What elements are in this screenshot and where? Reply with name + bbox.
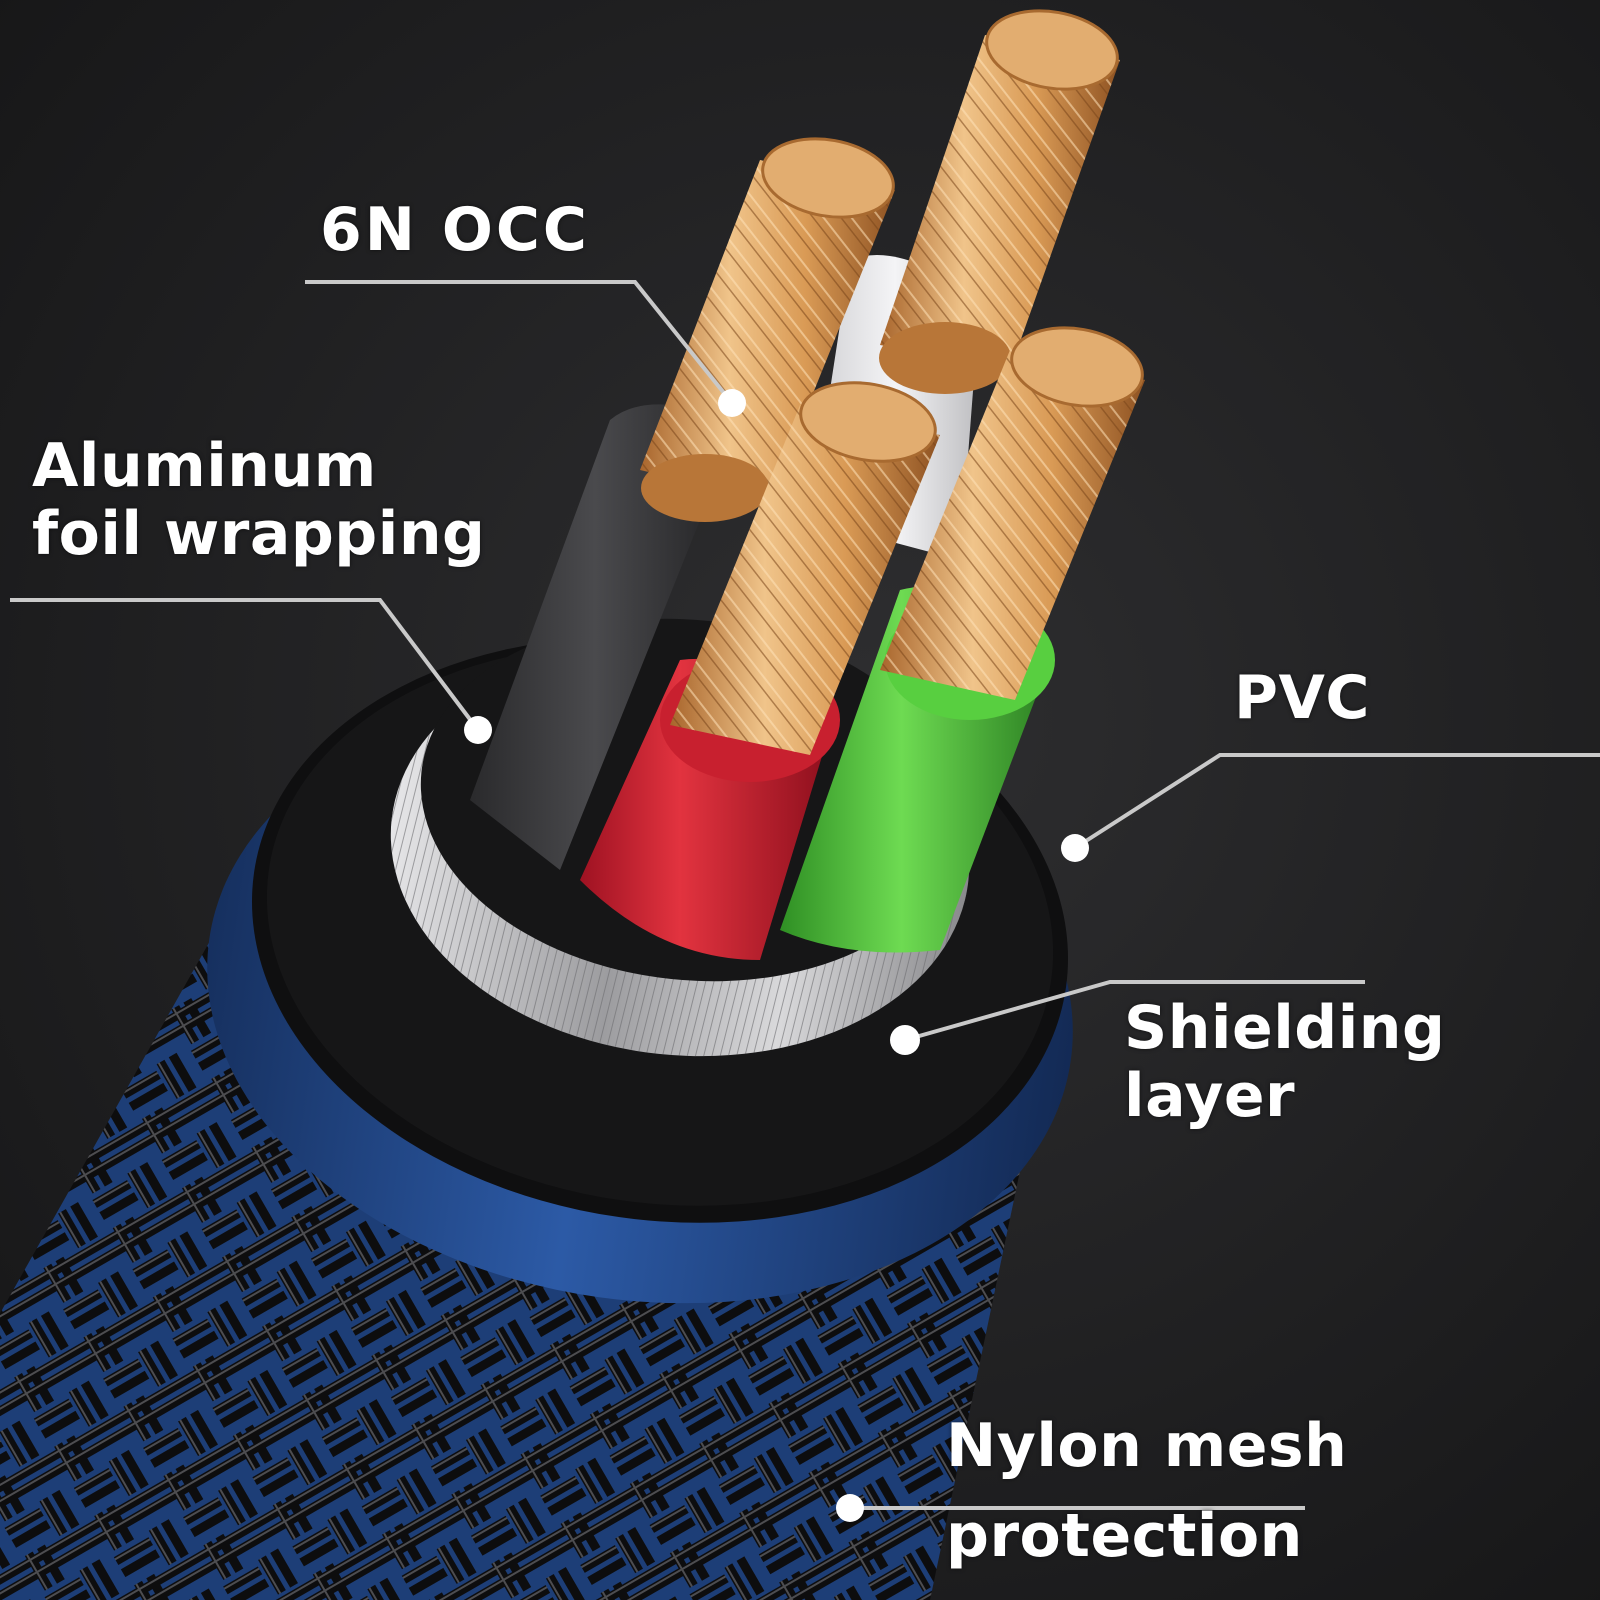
copper-conductors	[640, 9, 1145, 755]
conductor-front-right	[880, 326, 1145, 700]
callout-line-pvc	[1073, 753, 1600, 850]
label-shielding-line2: layer	[1124, 1061, 1296, 1132]
label-conductor-text: 6N OCC	[320, 195, 590, 265]
label-nylon-line1: Nylon mesh	[946, 1411, 1348, 1481]
callout-dot-foil	[464, 716, 492, 744]
conductor-back-right	[879, 9, 1120, 394]
label-nylon-mesh: Nylon mesh protection	[946, 1412, 1347, 1571]
callout-line-shielding	[904, 980, 1365, 1042]
label-shielding-layer: Shielding layer	[1124, 994, 1445, 1131]
callout-dot-pvc	[1061, 834, 1089, 862]
callouts	[10, 280, 1600, 1510]
label-nylon-line2: protection	[946, 1501, 1303, 1572]
conductor-back-left	[640, 137, 895, 522]
conductor-front-left	[670, 381, 940, 755]
label-foil-line2: foil wrapping	[32, 499, 486, 570]
label-conductor: 6N OCC	[320, 195, 590, 265]
callout-line-foil	[10, 598, 480, 732]
callout-line-conductor	[305, 280, 734, 405]
label-shielding-line1: Shielding	[1124, 993, 1446, 1063]
label-pvc-text: PVC	[1234, 663, 1370, 733]
label-aluminum-foil: Aluminum foil wrapping	[32, 432, 485, 569]
label-foil-line1: Aluminum	[32, 431, 377, 501]
callout-dots	[464, 389, 1089, 1522]
callout-dot-conductor	[718, 389, 746, 417]
grey-core	[470, 404, 720, 870]
label-pvc: PVC	[1234, 663, 1370, 733]
callout-dot-nylon	[836, 1494, 864, 1522]
callout-dot-shielding	[890, 1025, 920, 1055]
